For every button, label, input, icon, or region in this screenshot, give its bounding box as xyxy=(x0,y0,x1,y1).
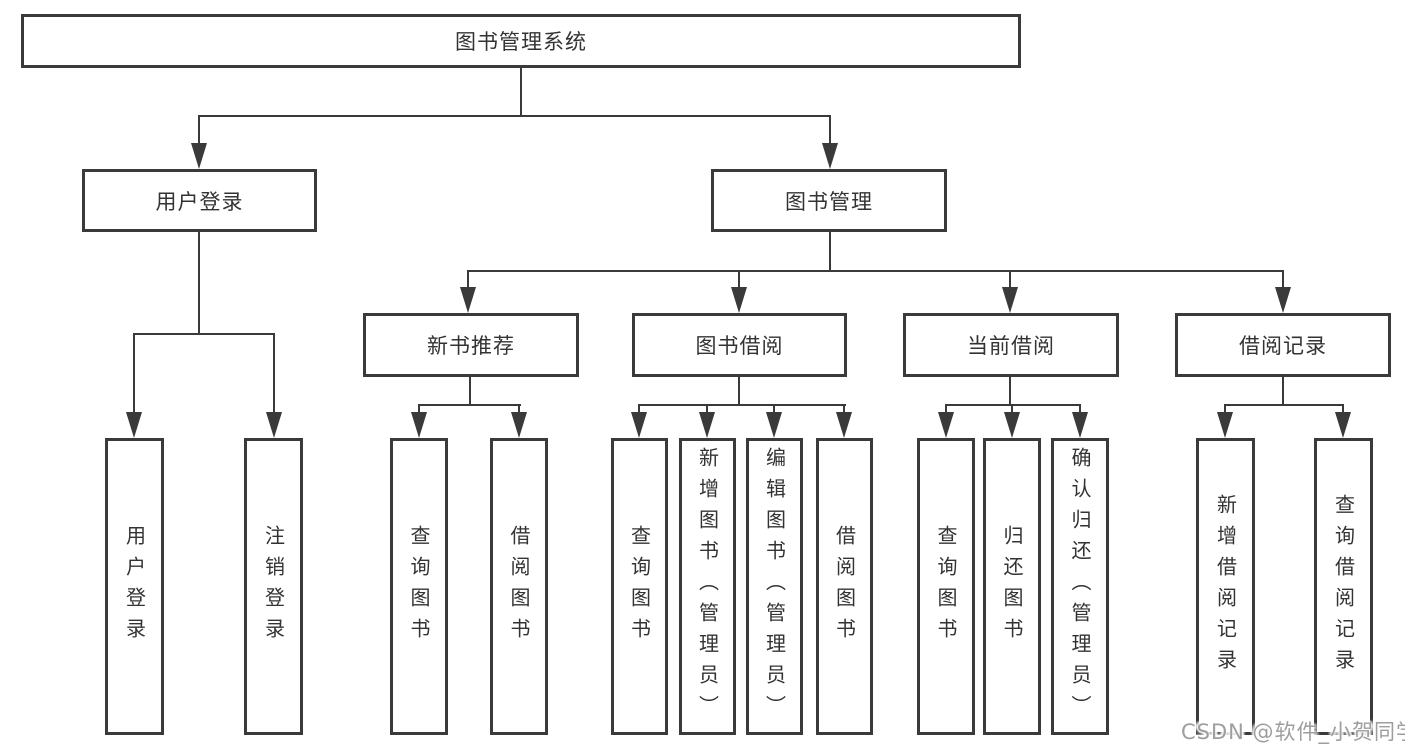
node-new-book-recommend: 新书推荐 xyxy=(363,313,579,377)
leaf-add-borrow-record: 新增借阅记录 xyxy=(1196,438,1255,735)
connector-line xyxy=(1009,376,1011,406)
connector-line xyxy=(1282,376,1284,406)
node-root: 图书管理系统 xyxy=(21,14,1021,68)
arrow-down-icon xyxy=(836,412,852,438)
leaf-add-book-admin: 新增图书（管理员） xyxy=(679,438,736,735)
arrow-down-icon xyxy=(460,287,476,313)
connector-line xyxy=(638,404,640,416)
arrow-down-icon xyxy=(766,412,782,438)
connector-line xyxy=(198,115,200,145)
leaf-edit-book-admin: 编辑图书（管理员） xyxy=(746,438,803,735)
connector-line xyxy=(198,115,831,117)
leaf-query-books-recommend: 查询图书 xyxy=(390,438,448,735)
leaf-borrow-books-recommend-label: 借阅图书 xyxy=(507,524,531,649)
connector-line xyxy=(706,404,708,416)
arrow-down-icon xyxy=(126,412,142,438)
arrow-down-icon xyxy=(699,412,715,438)
leaf-query-books-current: 查询图书 xyxy=(917,438,975,735)
connector-line xyxy=(273,333,275,413)
node-borrow-records-label: 借阅记录 xyxy=(1239,334,1327,358)
arrow-down-icon xyxy=(822,143,838,169)
leaf-confirm-return-admin: 确认归还（管理员） xyxy=(1051,438,1109,735)
arrow-down-icon xyxy=(191,143,207,169)
arrow-down-icon xyxy=(1072,412,1088,438)
connector-line xyxy=(520,68,522,117)
leaf-user-login-label: 用户登录 xyxy=(122,524,147,649)
node-new-book-recommend-label: 新书推荐 xyxy=(427,334,515,358)
connector-line xyxy=(469,376,471,406)
connector-line xyxy=(418,404,521,406)
connector-line xyxy=(133,333,275,335)
node-current-borrow-label: 当前借阅 xyxy=(967,334,1055,358)
leaf-query-books-borrow-label: 查询图书 xyxy=(627,524,652,649)
connector-line xyxy=(829,115,831,145)
leaf-query-borrow-record: 查询借阅记录 xyxy=(1314,438,1373,735)
connector-line xyxy=(198,232,200,335)
leaf-return-books: 归还图书 xyxy=(983,438,1041,735)
connector-line xyxy=(773,404,775,416)
arrow-down-icon xyxy=(731,287,747,313)
arrow-down-icon xyxy=(631,412,647,438)
node-user-login: 用户登录 xyxy=(82,169,317,232)
connector-line xyxy=(945,404,1081,406)
leaf-borrow-books-2: 借阅图书 xyxy=(816,438,873,735)
watermark: CSDN @软件_小贺同学 xyxy=(1181,720,1405,744)
leaf-borrow-books-2-label: 借阅图书 xyxy=(832,524,857,649)
connector-line xyxy=(1224,404,1226,416)
connector-line xyxy=(1282,270,1284,288)
leaf-add-borrow-record-label: 新增借阅记录 xyxy=(1213,493,1238,680)
leaf-logout: 注销登录 xyxy=(244,438,303,735)
node-book-management: 图书管理 xyxy=(711,169,947,232)
arrow-down-icon xyxy=(1004,412,1020,438)
arrow-down-icon xyxy=(938,412,954,438)
node-root-label: 图书管理系统 xyxy=(455,30,587,54)
connector-line xyxy=(945,404,947,416)
arrow-down-icon xyxy=(1217,412,1233,438)
connector-line xyxy=(133,333,135,413)
connector-line xyxy=(738,376,740,406)
node-borrow-records: 借阅记录 xyxy=(1175,313,1391,377)
arrow-down-icon xyxy=(266,412,282,438)
connector-line xyxy=(829,232,831,272)
connector-line xyxy=(1011,404,1013,416)
connector-line xyxy=(1342,404,1344,416)
arrow-down-icon xyxy=(411,412,427,438)
leaf-user-login: 用户登录 xyxy=(105,438,164,735)
node-current-borrow: 当前借阅 xyxy=(903,313,1119,377)
leaf-query-books-current-label: 查询图书 xyxy=(934,524,958,649)
connector-line xyxy=(518,404,520,416)
leaf-query-borrow-record-label: 查询借阅记录 xyxy=(1331,493,1356,680)
leaf-borrow-books-recommend: 借阅图书 xyxy=(490,438,548,735)
connector-line xyxy=(738,270,740,288)
connector-line xyxy=(638,404,846,406)
node-book-borrow: 图书借阅 xyxy=(632,313,847,377)
leaf-query-books-borrow: 查询图书 xyxy=(611,438,668,735)
arrow-down-icon xyxy=(511,412,527,438)
connector-line xyxy=(418,404,420,416)
connector-line xyxy=(1224,404,1344,406)
connector-line xyxy=(467,270,469,288)
node-book-borrow-label: 图书借阅 xyxy=(695,334,784,358)
leaf-return-books-label: 归还图书 xyxy=(1000,524,1024,649)
leaf-edit-book-admin-label: 编辑图书（管理员） xyxy=(762,447,787,726)
connector-line xyxy=(843,404,845,416)
leaf-logout-label: 注销登录 xyxy=(261,524,286,649)
connector-line xyxy=(1009,270,1011,288)
arrow-down-icon xyxy=(1275,287,1291,313)
node-user-login-label: 用户登录 xyxy=(155,189,244,214)
connector-line xyxy=(467,270,1284,272)
leaf-add-book-admin-label: 新增图书（管理员） xyxy=(695,447,720,726)
node-book-management-label: 图书管理 xyxy=(785,189,873,214)
arrow-down-icon xyxy=(1002,287,1018,313)
connector-line xyxy=(1079,404,1081,416)
leaf-query-books-recommend-label: 查询图书 xyxy=(407,524,431,649)
leaf-confirm-return-admin-label: 确认归还（管理员） xyxy=(1068,447,1092,726)
arrow-down-icon xyxy=(1335,412,1351,438)
